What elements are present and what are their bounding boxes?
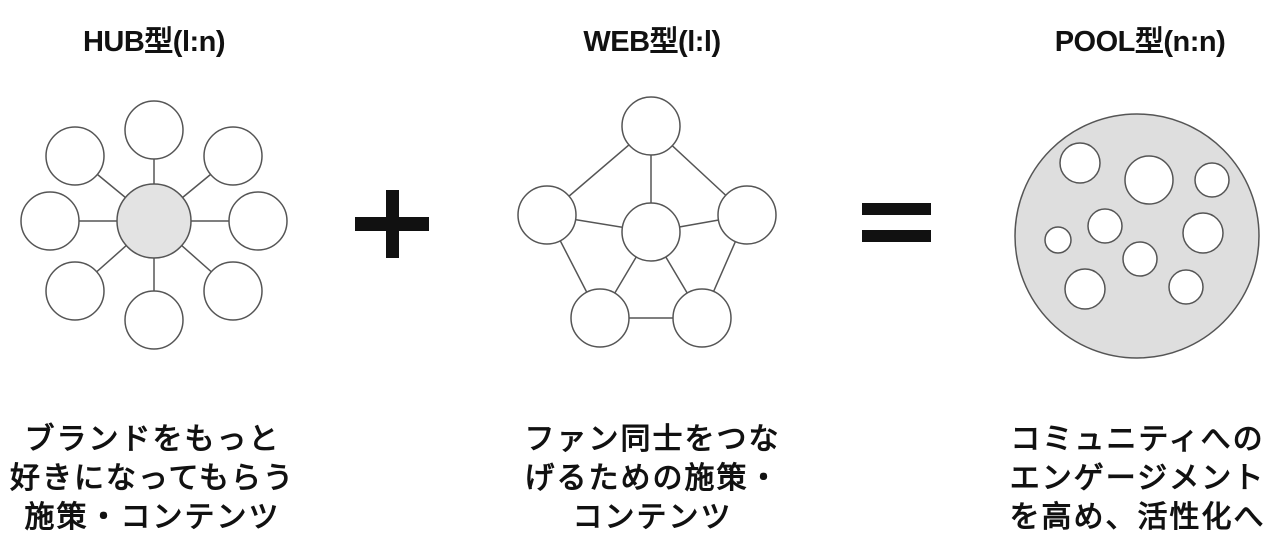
web-node: [621, 96, 681, 156]
web-center-node: [621, 202, 681, 262]
hub-node: [203, 261, 263, 321]
plus-vertical-bar: [386, 190, 399, 258]
hub-description: ブランドをもっと 好きになってもらう 施策・コンテンツ: [0, 420, 305, 537]
pool-member: [1064, 268, 1106, 310]
hub-center-node: [116, 183, 192, 259]
hub-node: [20, 191, 80, 251]
web-description-line: コンテンツ: [572, 500, 733, 535]
pool-diagram: [1014, 113, 1260, 359]
hub-node: [124, 100, 184, 160]
hub-node: [228, 191, 288, 251]
pool-member: [1059, 142, 1101, 184]
web-node: [517, 185, 577, 245]
pool-member: [1124, 155, 1174, 205]
equals-top-bar: [862, 203, 931, 215]
pool-description-line: エンゲージメント: [1009, 461, 1266, 496]
pool-member: [1087, 208, 1123, 244]
hub-description-line: 施策・コンテンツ: [24, 500, 281, 535]
pool-member: [1122, 241, 1158, 277]
pool-member: [1044, 226, 1072, 254]
pool-description-line: コミュニティへの: [1010, 422, 1265, 457]
hub-node: [45, 261, 105, 321]
web-node: [672, 288, 732, 348]
hub-description-line: 好きになってもらう: [10, 461, 295, 496]
web-description: ファン同士をつな げるための施策・ コンテンツ: [500, 420, 805, 537]
pool-member: [1182, 212, 1224, 254]
hub-node: [45, 126, 105, 186]
web-diagram: [517, 96, 777, 348]
pool-member: [1168, 269, 1204, 305]
web-type-title: WEB型(l:l): [583, 26, 721, 58]
pool-description-line: を高め、活性化へ: [1009, 500, 1266, 535]
pool-description: コミュニティへの エンゲージメント を高め、活性化へ: [995, 420, 1280, 537]
pool-type-title: POOL型(n:n): [1054, 26, 1226, 58]
web-node: [717, 185, 777, 245]
pool-member: [1194, 162, 1230, 198]
hub-description-line: ブランドをもっと: [24, 422, 281, 457]
web-node: [570, 288, 630, 348]
hub-type-title: HUB型(l:n): [82, 26, 226, 58]
plus-operator: [355, 190, 429, 258]
equals-operator: [862, 203, 931, 243]
equals-bottom-bar: [862, 230, 931, 242]
web-description-line: げるための施策・: [524, 461, 781, 496]
hub-diagram: [20, 100, 288, 350]
hub-node: [124, 290, 184, 350]
web-description-line: ファン同士をつな: [524, 422, 781, 457]
hub-node: [203, 126, 263, 186]
